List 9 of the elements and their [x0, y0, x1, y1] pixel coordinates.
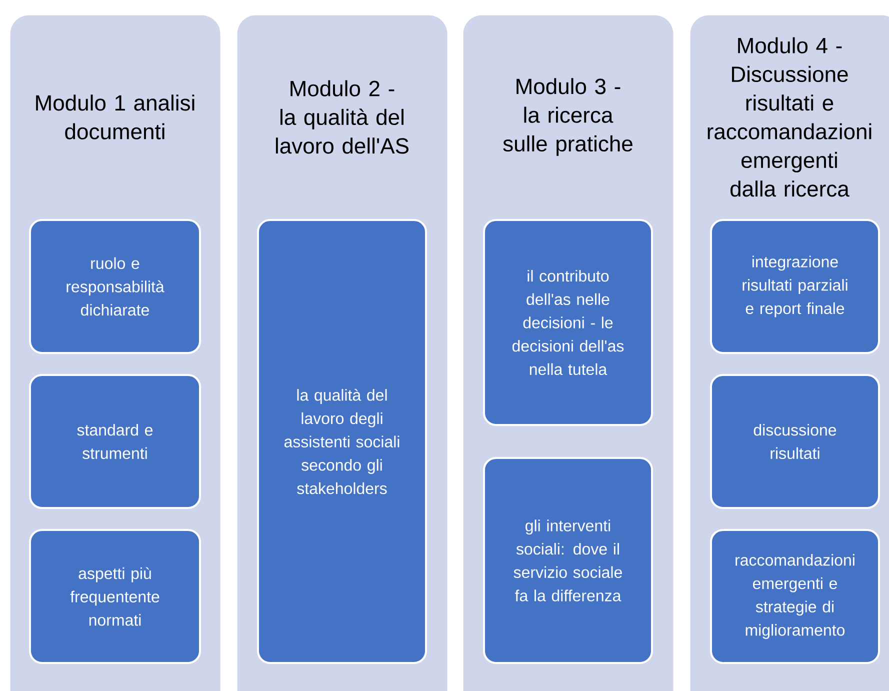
content-box: la qualità del lavoro degli assistenti sociali secondo gli stakeholders — [257, 218, 427, 664]
content-box: aspetti più frequentente normati — [29, 528, 201, 664]
content-box: discussione risultati — [710, 374, 880, 509]
content-box: standard e strumenti — [29, 374, 201, 509]
content-box: integrazione risultati parziali e report finale — [710, 218, 880, 354]
content-box: gli interventi sociali: dove il servizio sociale fa la differenza — [483, 456, 653, 664]
content-box: raccomandazioni emergenti e strategie di miglioramento — [710, 528, 880, 664]
content-box: il contributo dell'as nelle decisioni - le decisioni dell'as nella tutela — [483, 218, 653, 426]
content-box: ruolo e responsabilità dichiarate — [29, 218, 201, 354]
